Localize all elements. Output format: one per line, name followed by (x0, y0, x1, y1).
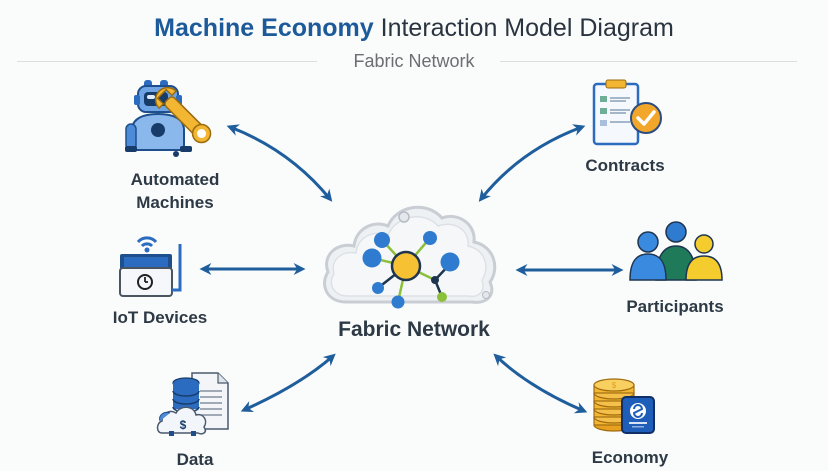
node-label-economy: Economy (591, 448, 669, 467)
coin-stack-icon: $ (593, 378, 655, 434)
node-label-automated-machines: Automated Machines (130, 170, 220, 212)
title-rest: Interaction Model Diagram (373, 14, 674, 42)
subtitle-divider-right (500, 61, 797, 62)
subtitle-row: Fabric Network (0, 50, 828, 74)
clipboard-check-icon (592, 79, 662, 146)
database-document-icon: $ (156, 372, 229, 436)
node-label-participants: Participants (626, 297, 724, 316)
svg-text:$: $ (612, 381, 617, 390)
robot-wrench-icon (125, 80, 212, 157)
arrow-automated-machines (226, 124, 333, 202)
subtitle-divider-left-full (17, 61, 317, 62)
diagram-subtitle: Fabric Network (353, 51, 475, 71)
node-label-data: Data (176, 450, 214, 469)
iot-device-icon (119, 236, 182, 297)
svg-text:$: $ (180, 418, 187, 432)
arrow-data (240, 353, 336, 413)
arrow-contracts (478, 124, 586, 202)
node-label-iot-devices: IoT Devices (112, 308, 208, 327)
cloud-network-icon (323, 205, 497, 309)
node-label-contracts: Contracts (585, 156, 665, 175)
title-accent: Machine Economy (154, 14, 374, 42)
diagram-title: Machine Economy Interaction Model Diagra… (0, 14, 828, 43)
arrow-economy (493, 353, 588, 414)
center-label: Fabric Network (338, 318, 490, 341)
people-group-icon (629, 221, 723, 281)
